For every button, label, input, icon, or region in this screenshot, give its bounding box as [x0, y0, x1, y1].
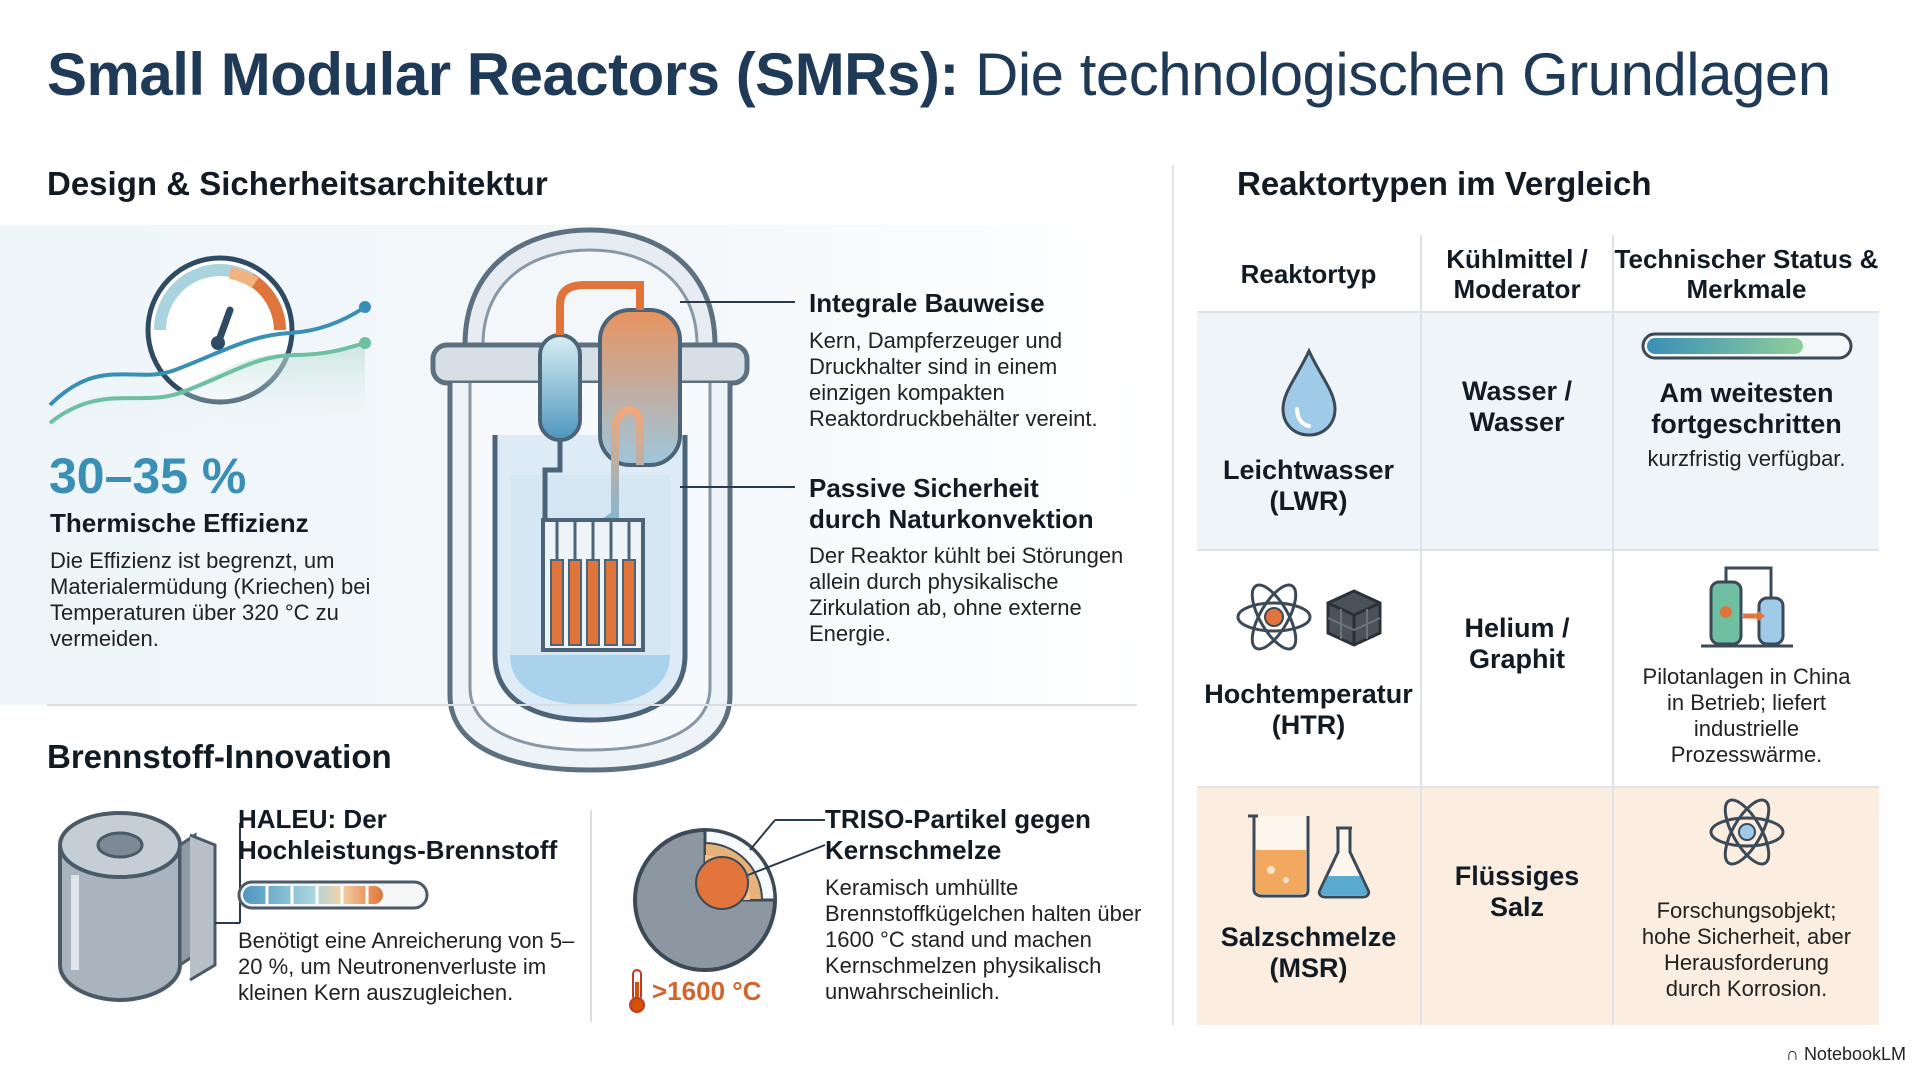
fuel-heading: Brennstoff-Innovation	[47, 738, 392, 775]
lwr-coolant-label: Wasser / Wasser	[1461, 375, 1573, 437]
status-progress-bar	[1641, 332, 1852, 359]
cell-lwr-status: Am weitesten fortgeschritten kurzfristig…	[1614, 313, 1879, 550]
title-bold: Small Modular Reactors (SMRs):	[47, 41, 959, 108]
header-status: Technischer Status & Merkmale	[1614, 244, 1879, 304]
fuel-pellet-icon	[58, 811, 241, 1003]
fuel-divider	[590, 810, 592, 1022]
passive-heading-1: Passive Sicherheit	[809, 473, 1039, 503]
cell-htr-coolant: Helium / Graphit	[1422, 551, 1612, 787]
msr-type-label: Salzschmelze (MSR)	[1220, 921, 1397, 983]
header-coolant: Kühlmittel / Moderator	[1446, 244, 1588, 304]
cell-msr-status: Forschungsobjekt; hohe Sicherheit, aber …	[1614, 788, 1879, 1025]
lwr-status-text: kurzfristig verfügbar.	[1647, 445, 1846, 471]
msr-coolant-label: Flüssiges Salz	[1454, 860, 1580, 922]
triso-particle-icon	[633, 819, 826, 972]
lwr-type-label: Leichtwasser (LWR)	[1222, 454, 1395, 516]
flask-icon	[1317, 826, 1370, 898]
triso-text: Keramisch umhüllte Brennstoffkügelchen h…	[825, 875, 1142, 1004]
cell-msr-coolant: Flüssiges Salz	[1422, 788, 1612, 1025]
htr-coolant-label: Helium / Graphit	[1464, 613, 1570, 674]
atom-icon	[1236, 583, 1311, 651]
header-line	[1197, 311, 1879, 313]
triso-temp: >1600 °C	[652, 976, 762, 1006]
atom-icon	[1709, 798, 1784, 865]
cell-lwr-type: Leichtwasser (LWR)	[1197, 313, 1420, 550]
efficiency-text: Die Effizienz ist begrenzt, um Materiale…	[50, 548, 371, 651]
row-line-2	[1197, 786, 1879, 788]
beaker-icon	[1247, 814, 1309, 897]
haleu-heading-2: Hochleistungs-Brennstoff	[238, 835, 558, 865]
col-line-2	[1612, 235, 1614, 1025]
efficiency-label: Thermische Effizienz	[50, 508, 309, 538]
triso-heading-1: TRISO-Partikel gegen	[825, 804, 1091, 834]
cell-lwr-coolant: Wasser / Wasser	[1422, 313, 1612, 550]
efficiency-value: 30–35 %	[49, 448, 247, 504]
gauge-icon	[48, 255, 371, 435]
page-title: Small Modular Reactors (SMRs): Die techn…	[47, 40, 1831, 109]
cell-msr-type: Salzschmelze (MSR)	[1197, 788, 1420, 1025]
design-heading: Design & Sicherheitsarchitektur	[47, 165, 548, 202]
title-rest: Die technologischen Grundlagen	[958, 41, 1831, 108]
passive-heading-2: durch Naturkonvektion	[809, 504, 1094, 534]
callout-lines	[680, 301, 795, 488]
haleu-text: Benötigt eine Anreicherung von 5–20 %, u…	[238, 928, 575, 1005]
triso-heading-2: Kernschmelze	[825, 835, 1002, 865]
section-divider	[47, 704, 1137, 706]
enrichment-bar	[237, 880, 429, 910]
comparison-heading: Reaktortypen im Vergleich	[1237, 165, 1652, 202]
table-row-lwr: Leichtwasser (LWR) Wasser / Wasser Am we…	[1197, 313, 1879, 550]
thermometer-icon	[629, 969, 645, 1013]
htr-type-label: Hochtemperatur (HTR)	[1204, 679, 1413, 740]
haleu-heading-1: HALEU: Der	[238, 804, 387, 834]
column-divider	[1172, 165, 1174, 1025]
row-line-1	[1197, 549, 1879, 551]
passive-text: Der Reaktor kühlt bei Störungen allein d…	[809, 543, 1124, 646]
cell-htr-type: Hochtemperatur (HTR)	[1197, 551, 1420, 787]
col-line-1	[1420, 235, 1422, 1025]
brand-footer: ∩ NotebookLM	[1785, 1044, 1906, 1064]
header-reaktortyp: Reaktortyp	[1240, 259, 1377, 289]
lwr-status-bold: Am weitesten fortgeschritten	[1651, 377, 1842, 439]
integral-heading: Integrale Bauweise	[809, 288, 1045, 318]
msr-status-text: Forschungsobjekt; hohe Sicherheit, aber …	[1641, 897, 1852, 1001]
reactor-vessel-icon	[430, 227, 750, 773]
water-drop-icon	[1280, 346, 1337, 437]
integral-text: Kern, Dampferzeuger und Druckhalter sind…	[809, 328, 1098, 431]
comparison-table: Reaktortyp Kühlmittel / Moderator Techni…	[1197, 235, 1879, 1025]
cell-htr-status: Pilotanlagen in China in Betrieb; liefer…	[1614, 551, 1879, 787]
table-row-msr: Salzschmelze (MSR) Flüssiges Salz Forsch…	[1197, 788, 1879, 1025]
pilot-plant-icon	[1700, 566, 1793, 648]
htr-status-text: Pilotanlagen in China in Betrieb; liefer…	[1642, 664, 1851, 767]
brand-label: NotebookLM	[1803, 1044, 1906, 1064]
graphite-block-icon	[1326, 589, 1381, 647]
table-row-htr: Hochtemperatur (HTR) Helium / Graphit Pi…	[1197, 551, 1879, 787]
